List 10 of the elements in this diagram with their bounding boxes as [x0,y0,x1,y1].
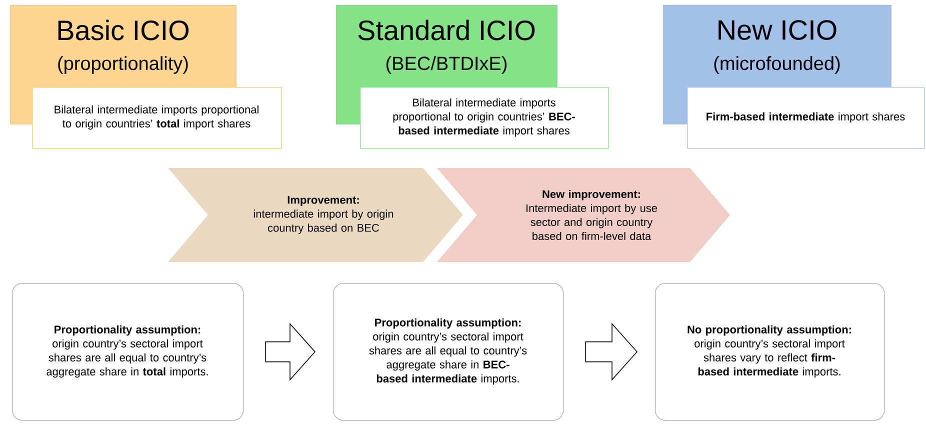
assumption-box: Proportionality assumption: origin country’s sectoral import shares are all equal to country’s aggregate share in total imports. [12,283,244,421]
process-step: New improvement: Intermediate import by use sector and origin country based on firm-level data [437,168,730,262]
process-step: Improvement: intermediate import by origin country based on BEC [168,168,463,262]
description-box: Bilateral intermediate imports proportional to origin countries’ total import shares [32,87,282,149]
block-arrow [585,322,638,381]
description-box: Bilateral intermediate imports proportional to origin countries’ BEC-based intermediate import shares [360,87,609,149]
description-box: Firm-based intermediate import shares [687,87,925,149]
assumption-box: No proportionality assumption: origin country’s sectoral import shares vary to reflect firm-based intermediate imports. [655,283,885,421]
block-arrow [265,322,316,381]
assumption-box: Proportionality assumption: origin country’s sectoral import shares are all equal to country’s aggregate share in BEC-based intermediate imports. [333,283,564,421]
